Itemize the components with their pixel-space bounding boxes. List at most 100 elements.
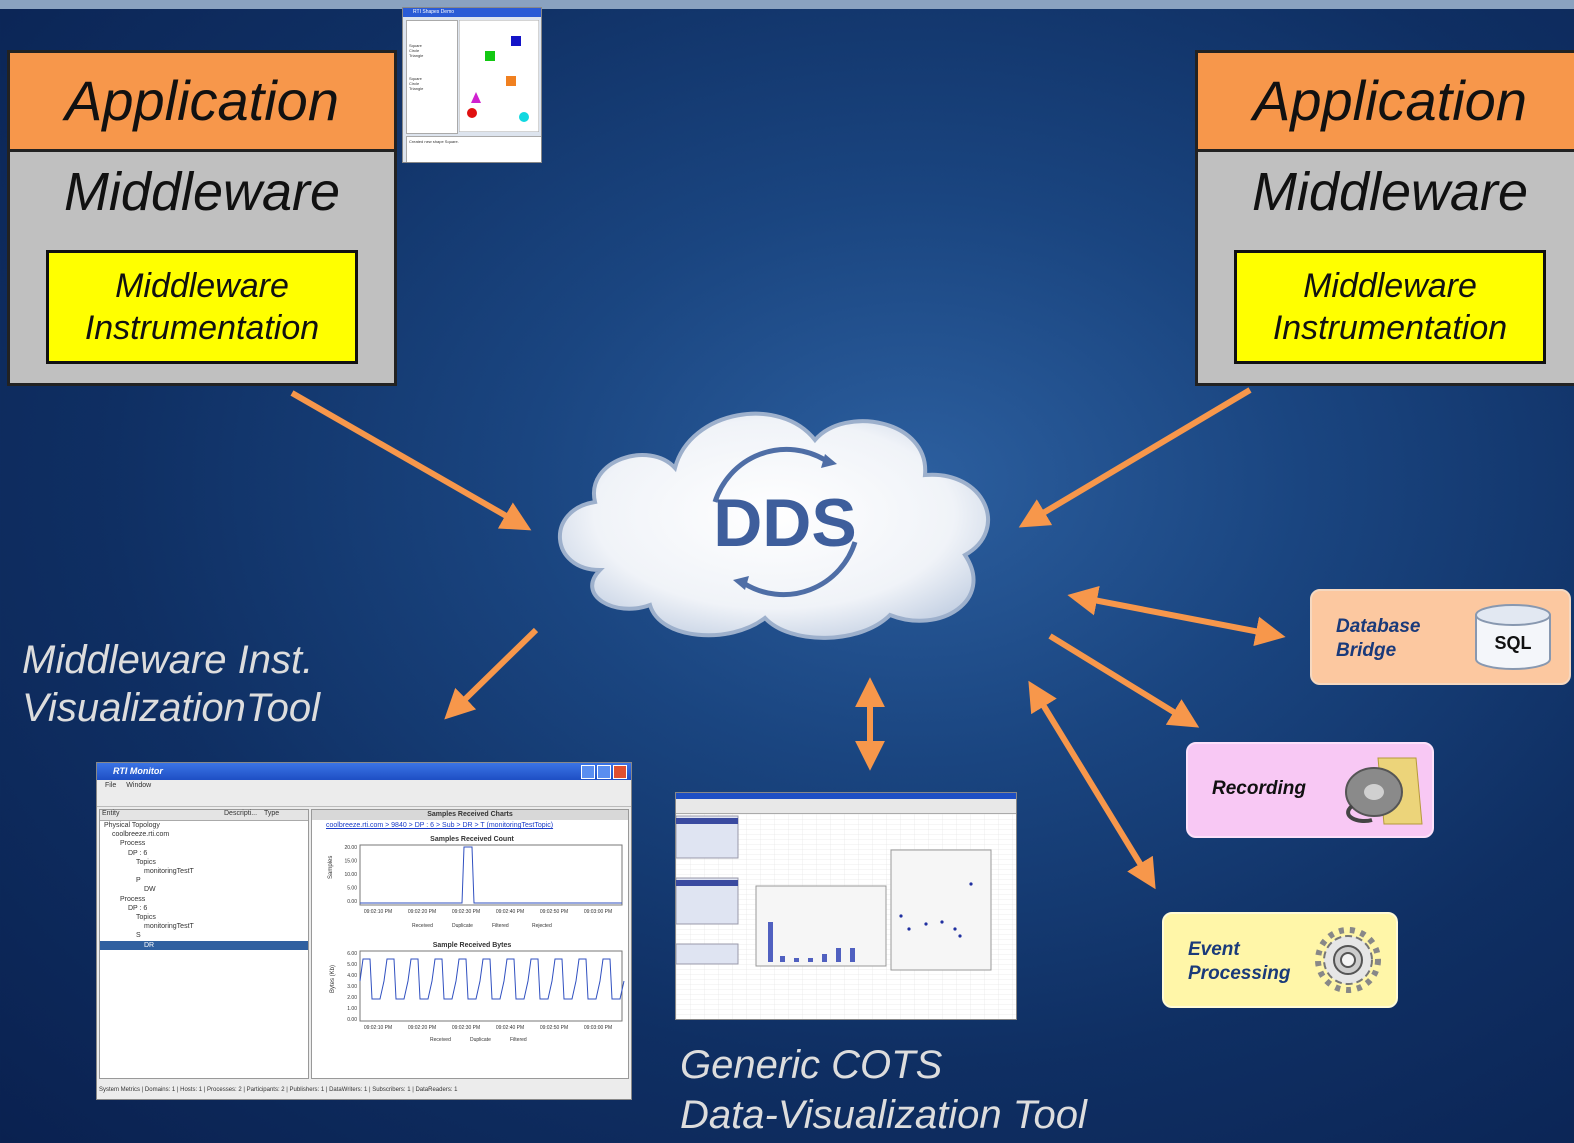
event-processing-box: Event Processing <box>1162 912 1398 1008</box>
shapes-canvas <box>459 20 539 132</box>
chart1-title: Samples Received Count <box>430 836 514 843</box>
tree-row[interactable]: P <box>136 877 141 885</box>
tree-row[interactable]: coolbreeze.rti.com <box>112 831 170 839</box>
shapes-sub-item-1: Circle <box>409 81 420 86</box>
tree-row[interactable]: Topics <box>136 914 156 922</box>
arrow-right-app-to-cloud <box>1018 387 1252 528</box>
tree-row[interactable]: Physical Topology <box>104 822 160 829</box>
red-circle <box>467 108 477 118</box>
shapes-pub-item-1: Circle <box>409 48 420 53</box>
right-application-layer: Application <box>1198 53 1574 152</box>
tree-rows: Physical Topology coolbreeze.rti.com Pro… <box>100 821 308 950</box>
chart1-xtick: 09:02:10 PM <box>364 909 392 915</box>
recording-box: Recording <box>1186 742 1434 838</box>
left-stack: Application Middleware Middleware Instru… <box>7 50 397 386</box>
rti-monitor-title: RTI Monitor <box>113 766 163 776</box>
database-bridge-box: Database Bridge SQL <box>1310 589 1571 685</box>
chart2-xtick: 09:02:40 PM <box>496 1025 524 1031</box>
right-instrumentation-line2: Instrumentation <box>1272 309 1508 347</box>
chart2-ylabel: Bytes (Kb) <box>330 965 336 993</box>
col-entity: Entity <box>102 810 120 817</box>
left-instrumentation-line2: Instrumentation <box>84 309 320 347</box>
arrow-cloud-event <box>1028 680 1156 890</box>
close-icon[interactable] <box>613 765 627 779</box>
minimize-icon[interactable] <box>581 765 595 779</box>
chart1-legend-item: Duplicate <box>452 923 473 929</box>
event-processing-line1: Event <box>1188 939 1240 960</box>
left-instrumentation-box: Middleware Instrumentation <box>46 250 358 364</box>
chart2-legend-item: Duplicate <box>470 1037 491 1043</box>
chart2-ytick: 4.00 <box>347 973 357 979</box>
chart1-xtick: 09:02:30 PM <box>452 909 480 915</box>
chart1-ytick: 0.00 <box>347 899 357 905</box>
chart1-xtick: 09:02:20 PM <box>408 909 436 915</box>
tree-row[interactable]: Process <box>120 840 146 848</box>
chart1-xtick: 09:02:40 PM <box>496 909 524 915</box>
mw-tool-caption-line1: Middleware Inst. <box>22 638 314 682</box>
chart2-title: Sample Received Bytes <box>433 942 512 949</box>
maximize-icon[interactable] <box>597 765 611 779</box>
window-controls <box>581 765 627 779</box>
cots-caption: Generic COTS Data-Visualization Tool <box>680 1040 1087 1140</box>
menu-bar: File Window <box>97 780 631 792</box>
cots-caption-line2: Data-Visualization Tool <box>680 1093 1087 1137</box>
shapes-demo-sidebar: Square Circle Triangle Square Circle Tri… <box>406 20 458 134</box>
chart2-xtick: 09:02:50 PM <box>540 1025 568 1031</box>
chart1-xtick: 09:03:00 PM <box>584 909 612 915</box>
mw-tool-caption: Middleware Inst. VisualizationTool <box>22 636 320 732</box>
rti-monitor-titlebar: RTI Monitor <box>97 763 631 780</box>
charts-breadcrumb[interactable]: coolbreeze.rti.com > 9840 > DP : 6 > Sub… <box>326 822 554 829</box>
tree-row[interactable]: monitoringTestT <box>144 923 194 931</box>
chart1-ytick: 20.00 <box>344 845 357 851</box>
cots-spreadsheet-window <box>675 792 1017 1020</box>
top-strip <box>0 0 1574 9</box>
orange-square <box>506 76 516 86</box>
chart1-legend-item: Filtered <box>492 923 509 929</box>
dds-cloud: DDS <box>557 411 991 640</box>
left-application-layer: Application <box>10 53 394 152</box>
shapes-output: Created new shape Square. <box>406 136 541 162</box>
right-instrumentation-line1: Middleware <box>1303 267 1477 305</box>
database-bridge-line2: Bridge <box>1336 640 1397 661</box>
tree-row[interactable]: monitoringTestT <box>144 868 194 876</box>
dds-logo <box>712 446 858 598</box>
gear-icon <box>1315 927 1381 993</box>
tree-row[interactable]: S <box>136 932 141 940</box>
tree-row[interactable]: DP : 6 <box>128 904 148 912</box>
spreadsheet-body <box>676 814 1016 1019</box>
shapes-pub-item-0: Square <box>409 43 422 48</box>
spreadsheet-titlebar <box>676 793 1016 799</box>
entity-tree-panel: Entity Descripti... Type Physical Topolo… <box>99 809 309 1079</box>
tree-row[interactable]: Topics <box>136 858 156 866</box>
left-middleware-label: Middleware <box>63 162 341 222</box>
chart1-legend-item: Rejected <box>532 923 552 929</box>
dds-label: DDS <box>713 485 857 561</box>
shapes-demo-titlebar: RTI Shapes Demo <box>403 8 541 17</box>
col-type: Type <box>264 810 280 817</box>
chart1-legend-item: Received <box>412 923 433 929</box>
tree-row[interactable]: DP : 6 <box>128 849 148 857</box>
chart2-ytick: 1.00 <box>347 1006 357 1012</box>
right-stack: Application Middleware Middleware Instru… <box>1195 50 1574 386</box>
arrow-cloud-to-mw-tool <box>444 627 539 720</box>
chart2-yticks: 6.005.004.003.002.001.000.00 <box>347 951 357 1023</box>
tree-row[interactable]: DW <box>144 886 156 894</box>
chart2-xtick: 09:02:10 PM <box>364 1025 392 1031</box>
chart1-ytick: 15.00 <box>344 859 357 865</box>
cyan-circle <box>519 112 529 122</box>
cloud-shape <box>557 411 991 640</box>
chart2-ytick: 3.00 <box>347 984 357 990</box>
shapes-sub-item-2: Triangle <box>409 86 424 91</box>
menu-window[interactable]: Window <box>126 782 152 789</box>
tree-row-selected[interactable]: DR <box>100 940 308 950</box>
chart2-legend-item: Received <box>430 1037 451 1043</box>
tree-row[interactable]: Process <box>120 895 146 903</box>
chart2-xtick: 09:02:20 PM <box>408 1025 436 1031</box>
menu-file[interactable]: File <box>105 782 117 789</box>
sql-database-icon: SQL <box>1475 604 1551 670</box>
spreadsheet-toolbars <box>676 799 1016 814</box>
toolbar <box>97 792 631 807</box>
chart2-ytick: 6.00 <box>347 951 357 957</box>
